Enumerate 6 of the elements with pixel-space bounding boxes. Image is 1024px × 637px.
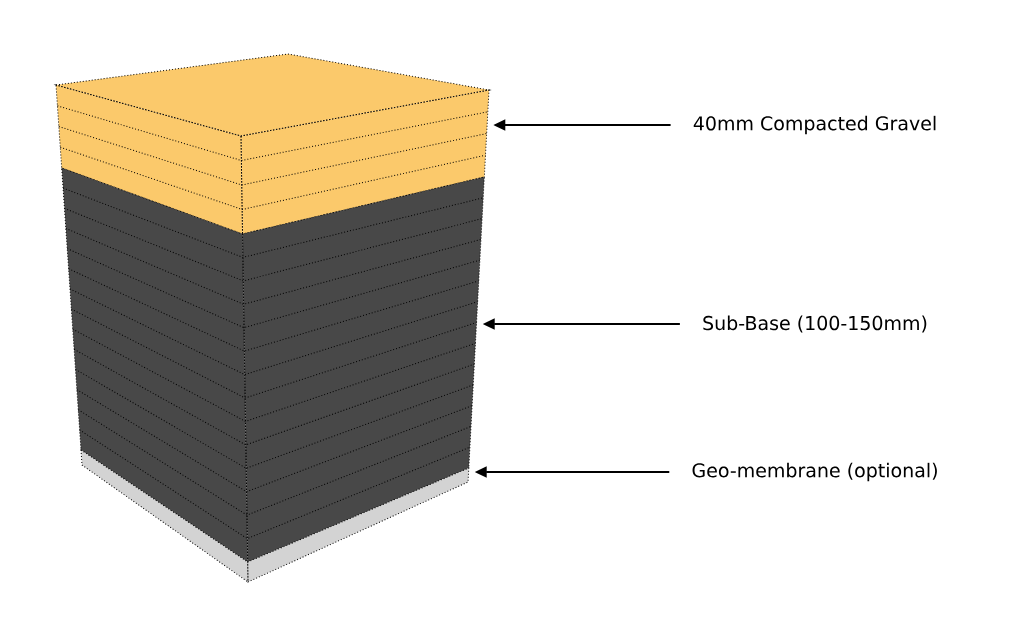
layer-label: 40mm Compacted Gravel bbox=[693, 115, 936, 135]
gravel-layer bbox=[55, 53, 490, 235]
layer-label: Geo-membrane (optional) bbox=[692, 462, 937, 482]
sub-base-layer bbox=[61, 167, 485, 563]
geo-membrane-layer bbox=[80, 449, 470, 583]
layer-label: Sub-Base (100-150mm) bbox=[703, 315, 927, 333]
